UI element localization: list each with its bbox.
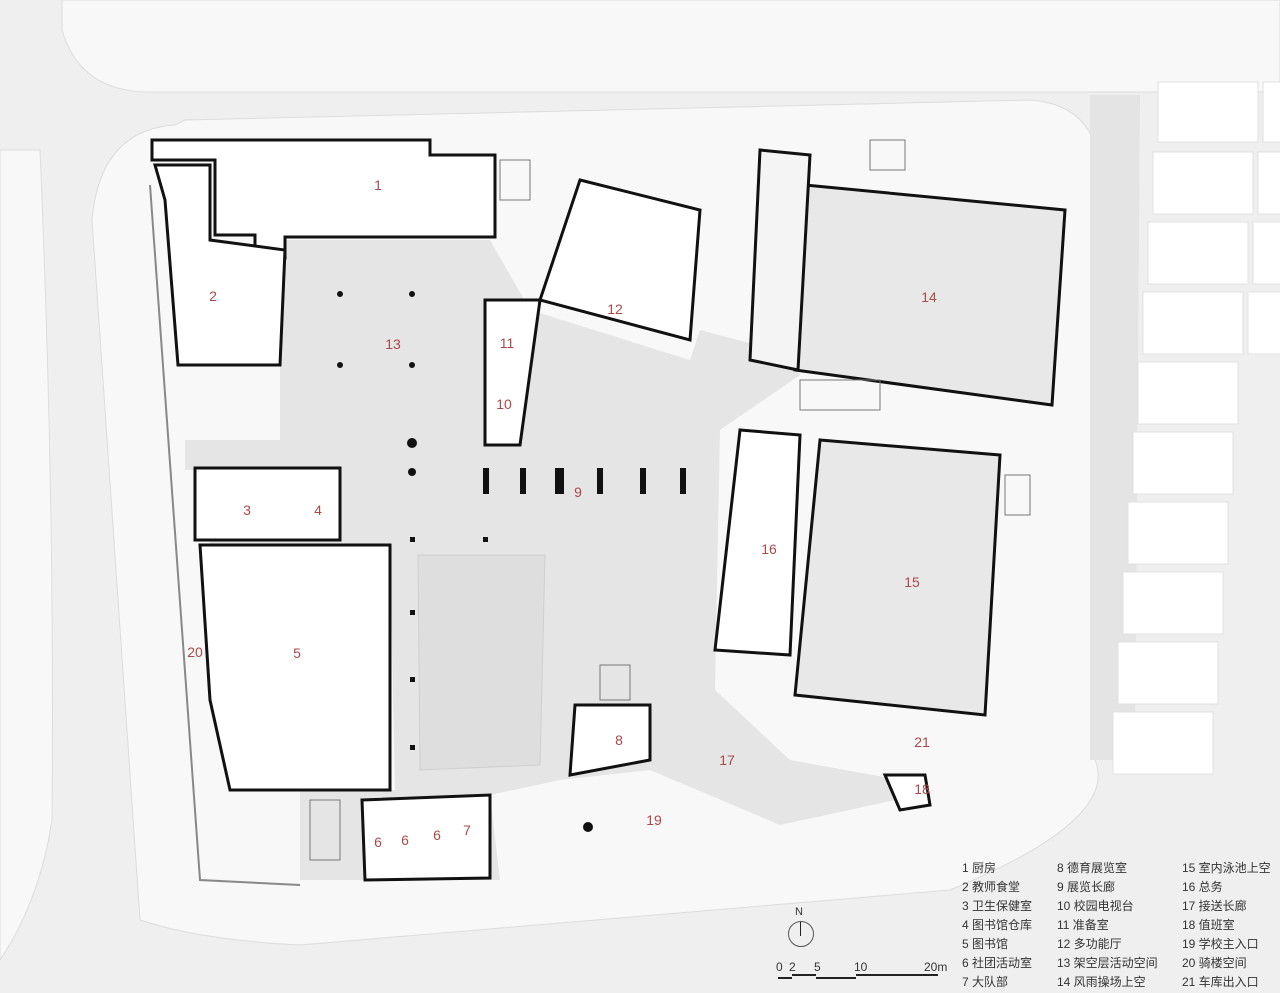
- room-label: 19: [646, 812, 662, 828]
- scale-tick: 5: [814, 960, 821, 974]
- north-block: [61, 0, 1280, 93]
- legend-item: 19 学校主入口: [1182, 937, 1259, 951]
- room-label: 1: [374, 177, 382, 193]
- legend-item: 2 教师食堂: [962, 880, 1021, 894]
- white-rooms: [150, 138, 932, 882]
- compass-circle: [788, 921, 814, 947]
- scale-tick: 20m: [924, 960, 948, 974]
- legend: 1 厨房 8 德育展览室 15 室内泳池上空 2 教师食堂 9 展览长廊 16 …: [962, 860, 1280, 990]
- room-label: 21: [914, 734, 930, 750]
- legend-item: 16 总务: [1182, 880, 1223, 894]
- legend-item: 7 大队部: [962, 975, 1009, 989]
- north-label: N: [795, 906, 803, 918]
- room-15-pool: [793, 438, 1002, 717]
- scale-tick: 0: [776, 960, 783, 974]
- gray-halls: [748, 148, 1067, 717]
- room-5-library: [198, 543, 392, 792]
- east-blocks: [1112, 81, 1280, 775]
- room-label: 6: [374, 834, 382, 850]
- room-label: 17: [719, 752, 735, 768]
- corridor-9-pillars: [483, 468, 686, 494]
- room-8: [568, 703, 652, 777]
- legend-item: 21 车库出入口: [1182, 975, 1259, 989]
- legend-item: 8 德育展览室: [1057, 861, 1128, 875]
- stairs: [309, 139, 1031, 861]
- room-12-hall: [538, 178, 702, 342]
- scale-segment: [792, 974, 816, 976]
- legend-item: 6 社团活动室: [962, 956, 1033, 970]
- room-label: 16: [761, 541, 777, 557]
- room-label: 15: [904, 574, 920, 590]
- scale-bar: 0 2 5 10 20m: [776, 960, 948, 980]
- room-label: 11: [499, 335, 515, 351]
- rooms-6-7: [360, 793, 492, 882]
- room-16: [713, 428, 802, 657]
- room-10-11: [483, 298, 542, 447]
- legend-item: 11 准备室: [1057, 918, 1109, 932]
- legend-item: 10 校园电视台: [1057, 899, 1134, 913]
- room-label: 20: [187, 644, 203, 660]
- room-label: 9: [574, 484, 582, 500]
- room-label: 18: [914, 781, 930, 797]
- columns: [337, 291, 593, 832]
- scale-segment: [778, 977, 792, 979]
- scale-tick: 10: [854, 960, 868, 974]
- rooms-3-4: [193, 466, 342, 542]
- room-label: 7: [463, 822, 471, 838]
- legend-item: 12 多功能厅: [1057, 937, 1122, 951]
- room-label: 8: [615, 732, 623, 748]
- room-label: 4: [314, 502, 322, 518]
- legend-item: 18 值班室: [1182, 918, 1235, 932]
- room-label: 13: [385, 336, 401, 352]
- legend-item: 20 骑楼空间: [1182, 956, 1247, 970]
- scale-segment: [856, 974, 938, 976]
- courtyard: [417, 554, 546, 771]
- legend-item: 4 图书馆仓库: [962, 918, 1033, 932]
- room-label: 2: [209, 288, 217, 304]
- room-label: 5: [293, 645, 301, 661]
- room-label: 3: [243, 502, 251, 518]
- room-label: 6: [433, 827, 441, 843]
- arcade-line: [149, 184, 301, 886]
- room-11-ops-block: [748, 148, 812, 372]
- legend-item: 17 接送长廊: [1182, 899, 1247, 913]
- legend-item: 9 展览长廊: [1057, 880, 1116, 894]
- legend-item: 14 风雨操场上空: [1057, 975, 1146, 989]
- compass-needle: [800, 922, 801, 936]
- room-label: 6: [401, 832, 409, 848]
- north-arrow-icon: N: [785, 906, 815, 948]
- legend-item: 5 图书馆: [962, 937, 1009, 951]
- scale-tick: 2: [789, 960, 796, 974]
- legend-item: 15 室内泳池上空: [1182, 861, 1271, 875]
- room-label: 12: [607, 301, 623, 317]
- legend-item: 3 卫生保健室: [962, 899, 1033, 913]
- room-label: 14: [921, 289, 937, 305]
- room-18: [882, 773, 932, 812]
- scale-segment: [816, 977, 856, 979]
- room-2-staff-dining: [153, 163, 287, 367]
- room-label: 10: [496, 396, 512, 412]
- legend-item: 13 架空层活动空间: [1057, 956, 1158, 970]
- west-block: [0, 149, 53, 961]
- legend-item: 1 厨房: [962, 861, 997, 875]
